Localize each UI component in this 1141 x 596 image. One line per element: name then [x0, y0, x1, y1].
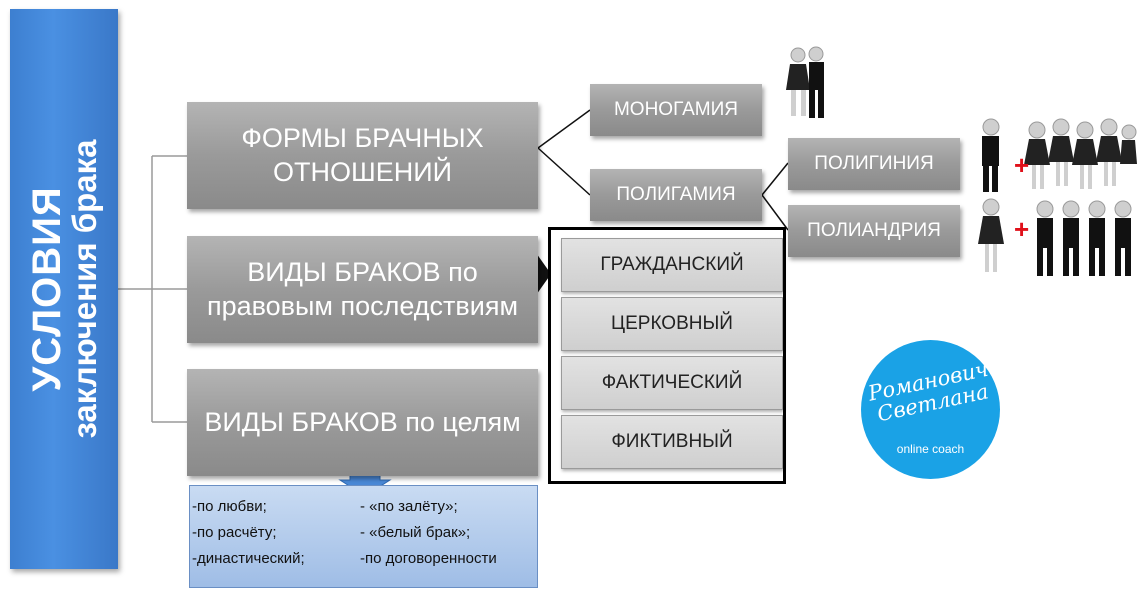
legal-type-civil: ГРАЖДАНСКИЙ [561, 238, 783, 292]
polygyny-label: ПОЛИГИНИЯ [814, 153, 934, 174]
plus-sign-polygyny: + [1014, 150, 1030, 180]
goal-types-left: -по любви; -по расчёту; -династический; [192, 494, 305, 572]
legal-type-fictitious: ФИКТИВНЫЙ [561, 415, 783, 469]
monogamy-box: МОНОГАМИЯ [590, 84, 762, 136]
connector-polyandry [761, 194, 789, 231]
forms-line2: ОТНОШЕНИЙ [272, 156, 453, 187]
goal-type-item: - «по залёту»; [360, 498, 458, 515]
polygamy-box: ПОЛИГАМИЯ [590, 169, 762, 221]
polyandry-box: ПОЛИАНДРИЯ [788, 205, 960, 257]
polygyny-figures-icon [982, 118, 1137, 192]
legal-box: ВИДЫ БРАКОВ по правовым последствиям [187, 236, 538, 343]
legal-types-frame [548, 227, 786, 484]
goal-types-right: - «по залёту»; - «белый брак»; -по догов… [360, 494, 497, 572]
connector-polygamy [537, 147, 591, 196]
title-line2: заключения брака [65, 139, 103, 439]
forms-box: ФОРМЫ БРАЧНЫХ ОТНОШЕНИЙ [187, 102, 538, 209]
legal-type-church: ЦЕРКОВНЫЙ [561, 297, 783, 351]
logo-script: Романович Светлана [862, 357, 999, 427]
forms-line1: ФОРМЫ БРАЧНЫХ [241, 122, 484, 153]
brand-logo: Романович Светлана online coach [861, 340, 1000, 479]
goal-type-item: -по расчёту; [192, 524, 277, 541]
polyandry-label: ПОЛИАНДРИЯ [807, 220, 941, 241]
legal-type-label: ЦЕРКОВНЫЙ [611, 313, 733, 334]
goal-types-list: -по любви; -по расчёту; -династический; … [189, 485, 538, 588]
goal-type-item: - «белый брак»; [360, 524, 471, 541]
legal-line1: ВИДЫ БРАКОВ по [247, 256, 478, 287]
couple-figures-icon [786, 46, 824, 118]
connector-monogamy [537, 109, 591, 149]
legal-line2: правовым последствиям [206, 290, 519, 321]
goal-type-item: -династический; [192, 550, 305, 567]
plus-sign-polyandry: + [1014, 214, 1030, 244]
connector-polygyny [761, 162, 789, 196]
goals-label: ВИДЫ БРАКОВ по целям [204, 406, 521, 437]
monogamy-label: МОНОГАМИЯ [613, 99, 738, 120]
title-line1: УСЛОВИЯ [24, 186, 69, 392]
goal-type-item: -по любви; [192, 498, 267, 515]
goals-box: ВИДЫ БРАКОВ по целям [187, 369, 538, 476]
title-bar: УСЛОВИЯ заключения брака [10, 9, 118, 569]
legal-type-label: ФИКТИВНЫЙ [611, 431, 733, 452]
logo-subtitle: online coach [896, 442, 965, 456]
legal-type-label: ФАКТИЧЕСКИЙ [601, 372, 743, 393]
legal-type-label: ГРАЖДАНСКИЙ [600, 254, 744, 275]
polyandry-figures-icon [978, 198, 1132, 276]
polygyny-box: ПОЛИГИНИЯ [788, 138, 960, 190]
goal-type-item: -по договоренности [360, 550, 497, 567]
polygamy-label: ПОЛИГАМИЯ [616, 184, 736, 205]
legal-type-factual: ФАКТИЧЕСКИЙ [561, 356, 783, 410]
title-text: УСЛОВИЯ заключения брака [10, 9, 118, 569]
